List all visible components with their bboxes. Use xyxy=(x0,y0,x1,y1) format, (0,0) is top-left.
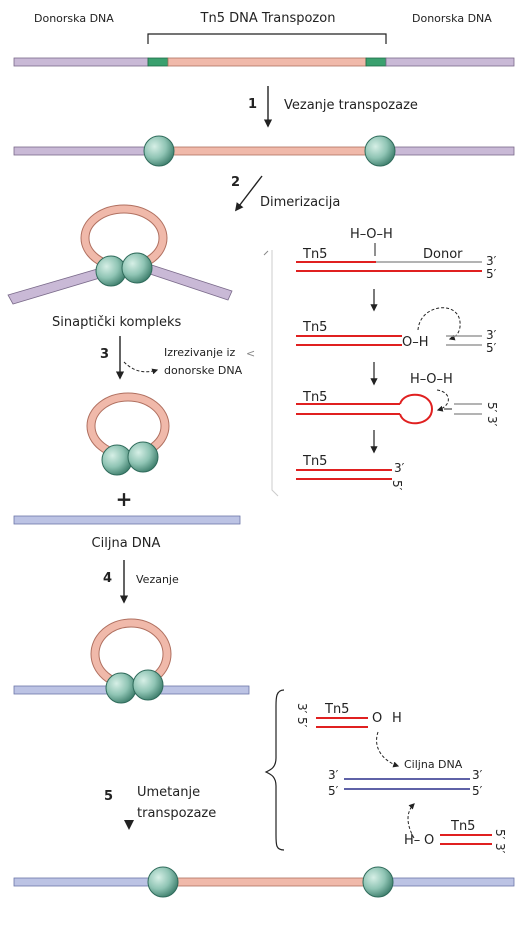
excised-transposon-complex xyxy=(86,392,170,476)
transposon-label: Tn5 DNA Transpozon xyxy=(200,11,336,26)
five-prime-label: 5′ xyxy=(390,480,404,491)
donor-dna-right-segment xyxy=(379,146,515,156)
water-label: H–O–H xyxy=(350,227,393,242)
transposon-bracket xyxy=(147,33,387,44)
transposase-protein xyxy=(143,135,175,167)
transposase-protein xyxy=(362,866,394,898)
panel-2-brace xyxy=(264,689,285,851)
strand-transfer-arrow xyxy=(407,803,415,839)
step-1-label: Vezanje transpozaze xyxy=(284,98,418,113)
target-dna-label: Ciljna DNA xyxy=(404,758,463,771)
step-1-number: 1 xyxy=(248,97,257,112)
five-prime-label: 5′ xyxy=(295,717,309,728)
three-prime-label: 3′ xyxy=(486,328,497,342)
tn5-label: Tn5 xyxy=(302,454,327,469)
three-prime-label: 3′ xyxy=(394,461,405,475)
panel-bracket-tick xyxy=(263,250,269,256)
transposon-segment xyxy=(167,57,367,67)
five-prime-label: 5′ xyxy=(486,341,497,355)
inserted-transposon xyxy=(162,877,379,887)
oxygen-label: O xyxy=(372,711,382,726)
step-3-number: 3 xyxy=(100,347,109,362)
transposase-protein xyxy=(121,252,153,284)
donor-label: Donor xyxy=(423,247,463,262)
donor-dna-left-label: Donorska DNA xyxy=(34,12,114,25)
hydrolysis-arrow xyxy=(436,389,449,412)
transposase-protein xyxy=(127,441,159,473)
transposase-protein xyxy=(101,444,133,476)
hydroxyl-label: O–H xyxy=(402,335,429,350)
three-prime-label: 3′ xyxy=(485,416,499,427)
panel-1-bracket xyxy=(271,250,279,497)
three-prime-label: 3′ xyxy=(486,254,497,268)
five-prime-label: 5′ xyxy=(486,267,497,281)
donor-dna-left-segment xyxy=(13,57,149,67)
transposase-protein xyxy=(105,672,137,704)
tn5-label: Tn5 xyxy=(302,247,327,262)
step-2-arrow xyxy=(234,175,263,212)
strand-transfer-arrow xyxy=(376,731,400,768)
target-dna-left-segment xyxy=(13,877,164,887)
tn5-label: Tn5 xyxy=(302,390,327,405)
dna-with-bound-transposase xyxy=(13,135,515,167)
donor-dna-right-label: Donorska DNA xyxy=(412,12,492,25)
transposase-bound-target xyxy=(13,618,250,704)
hydrogen-label: H xyxy=(392,711,402,726)
five-prime-label: 5′ xyxy=(328,784,339,798)
target-dna-right-segment xyxy=(377,877,515,887)
step-4-label: Vezanje xyxy=(136,573,179,586)
step-2-number: 2 xyxy=(231,175,240,190)
tn5-label: Tn5 xyxy=(450,819,475,834)
step-5-label-line2: transpozaze xyxy=(137,806,216,821)
synaptic-complex-label: Sinaptički kompleks xyxy=(52,315,182,330)
three-prime-label: 3′ xyxy=(472,768,483,782)
three-prime-label: 3′ xyxy=(328,768,339,782)
transposase-protein xyxy=(95,255,127,287)
three-prime-label: 3′ xyxy=(493,843,507,854)
five-prime-label: 5′ xyxy=(472,784,483,798)
synaptic-complex xyxy=(7,204,233,305)
donor-dna-with-transposon xyxy=(13,57,515,67)
final-product-dna xyxy=(13,866,515,898)
donor-dna-right-segment xyxy=(385,57,515,67)
oxygen-label: O xyxy=(424,833,434,848)
transposase-protein xyxy=(147,866,179,898)
five-prime-label: 5′ xyxy=(485,402,499,413)
hairpin-loop xyxy=(399,393,434,425)
transposase-protein xyxy=(364,135,396,167)
step-3-label-line2: donorske DNA xyxy=(164,364,243,377)
step-5-label-line1: Umetanje xyxy=(137,785,200,800)
excision-curved-arrow xyxy=(123,361,159,375)
water-label: H–O–H xyxy=(410,372,453,387)
step-4-number: 4 xyxy=(103,571,112,586)
step-5-arrowhead xyxy=(124,820,134,830)
donor-dna-left-segment xyxy=(13,146,159,156)
hydrogen-prefix-label: H– xyxy=(404,833,420,848)
transposase-protein xyxy=(132,669,164,701)
end-sequence-left xyxy=(147,57,169,67)
step-2-label: Dimerizacija xyxy=(260,195,340,210)
target-dna xyxy=(13,515,241,525)
target-dna-label: Ciljna DNA xyxy=(92,536,161,551)
end-sequence-right xyxy=(365,57,387,67)
tn5-label: Tn5 xyxy=(302,320,327,335)
five-prime-label: 5′ xyxy=(493,829,507,840)
tn5-label: Tn5 xyxy=(324,702,349,717)
transposon-segment xyxy=(157,146,381,156)
step-5-number: 5 xyxy=(104,789,113,804)
three-prime-label: 3′ xyxy=(295,703,309,714)
plus-sign: + xyxy=(116,487,133,511)
step-3-label-line1: Izrezivanje iz xyxy=(164,346,235,359)
panel-pointer-mark: < xyxy=(246,347,255,360)
